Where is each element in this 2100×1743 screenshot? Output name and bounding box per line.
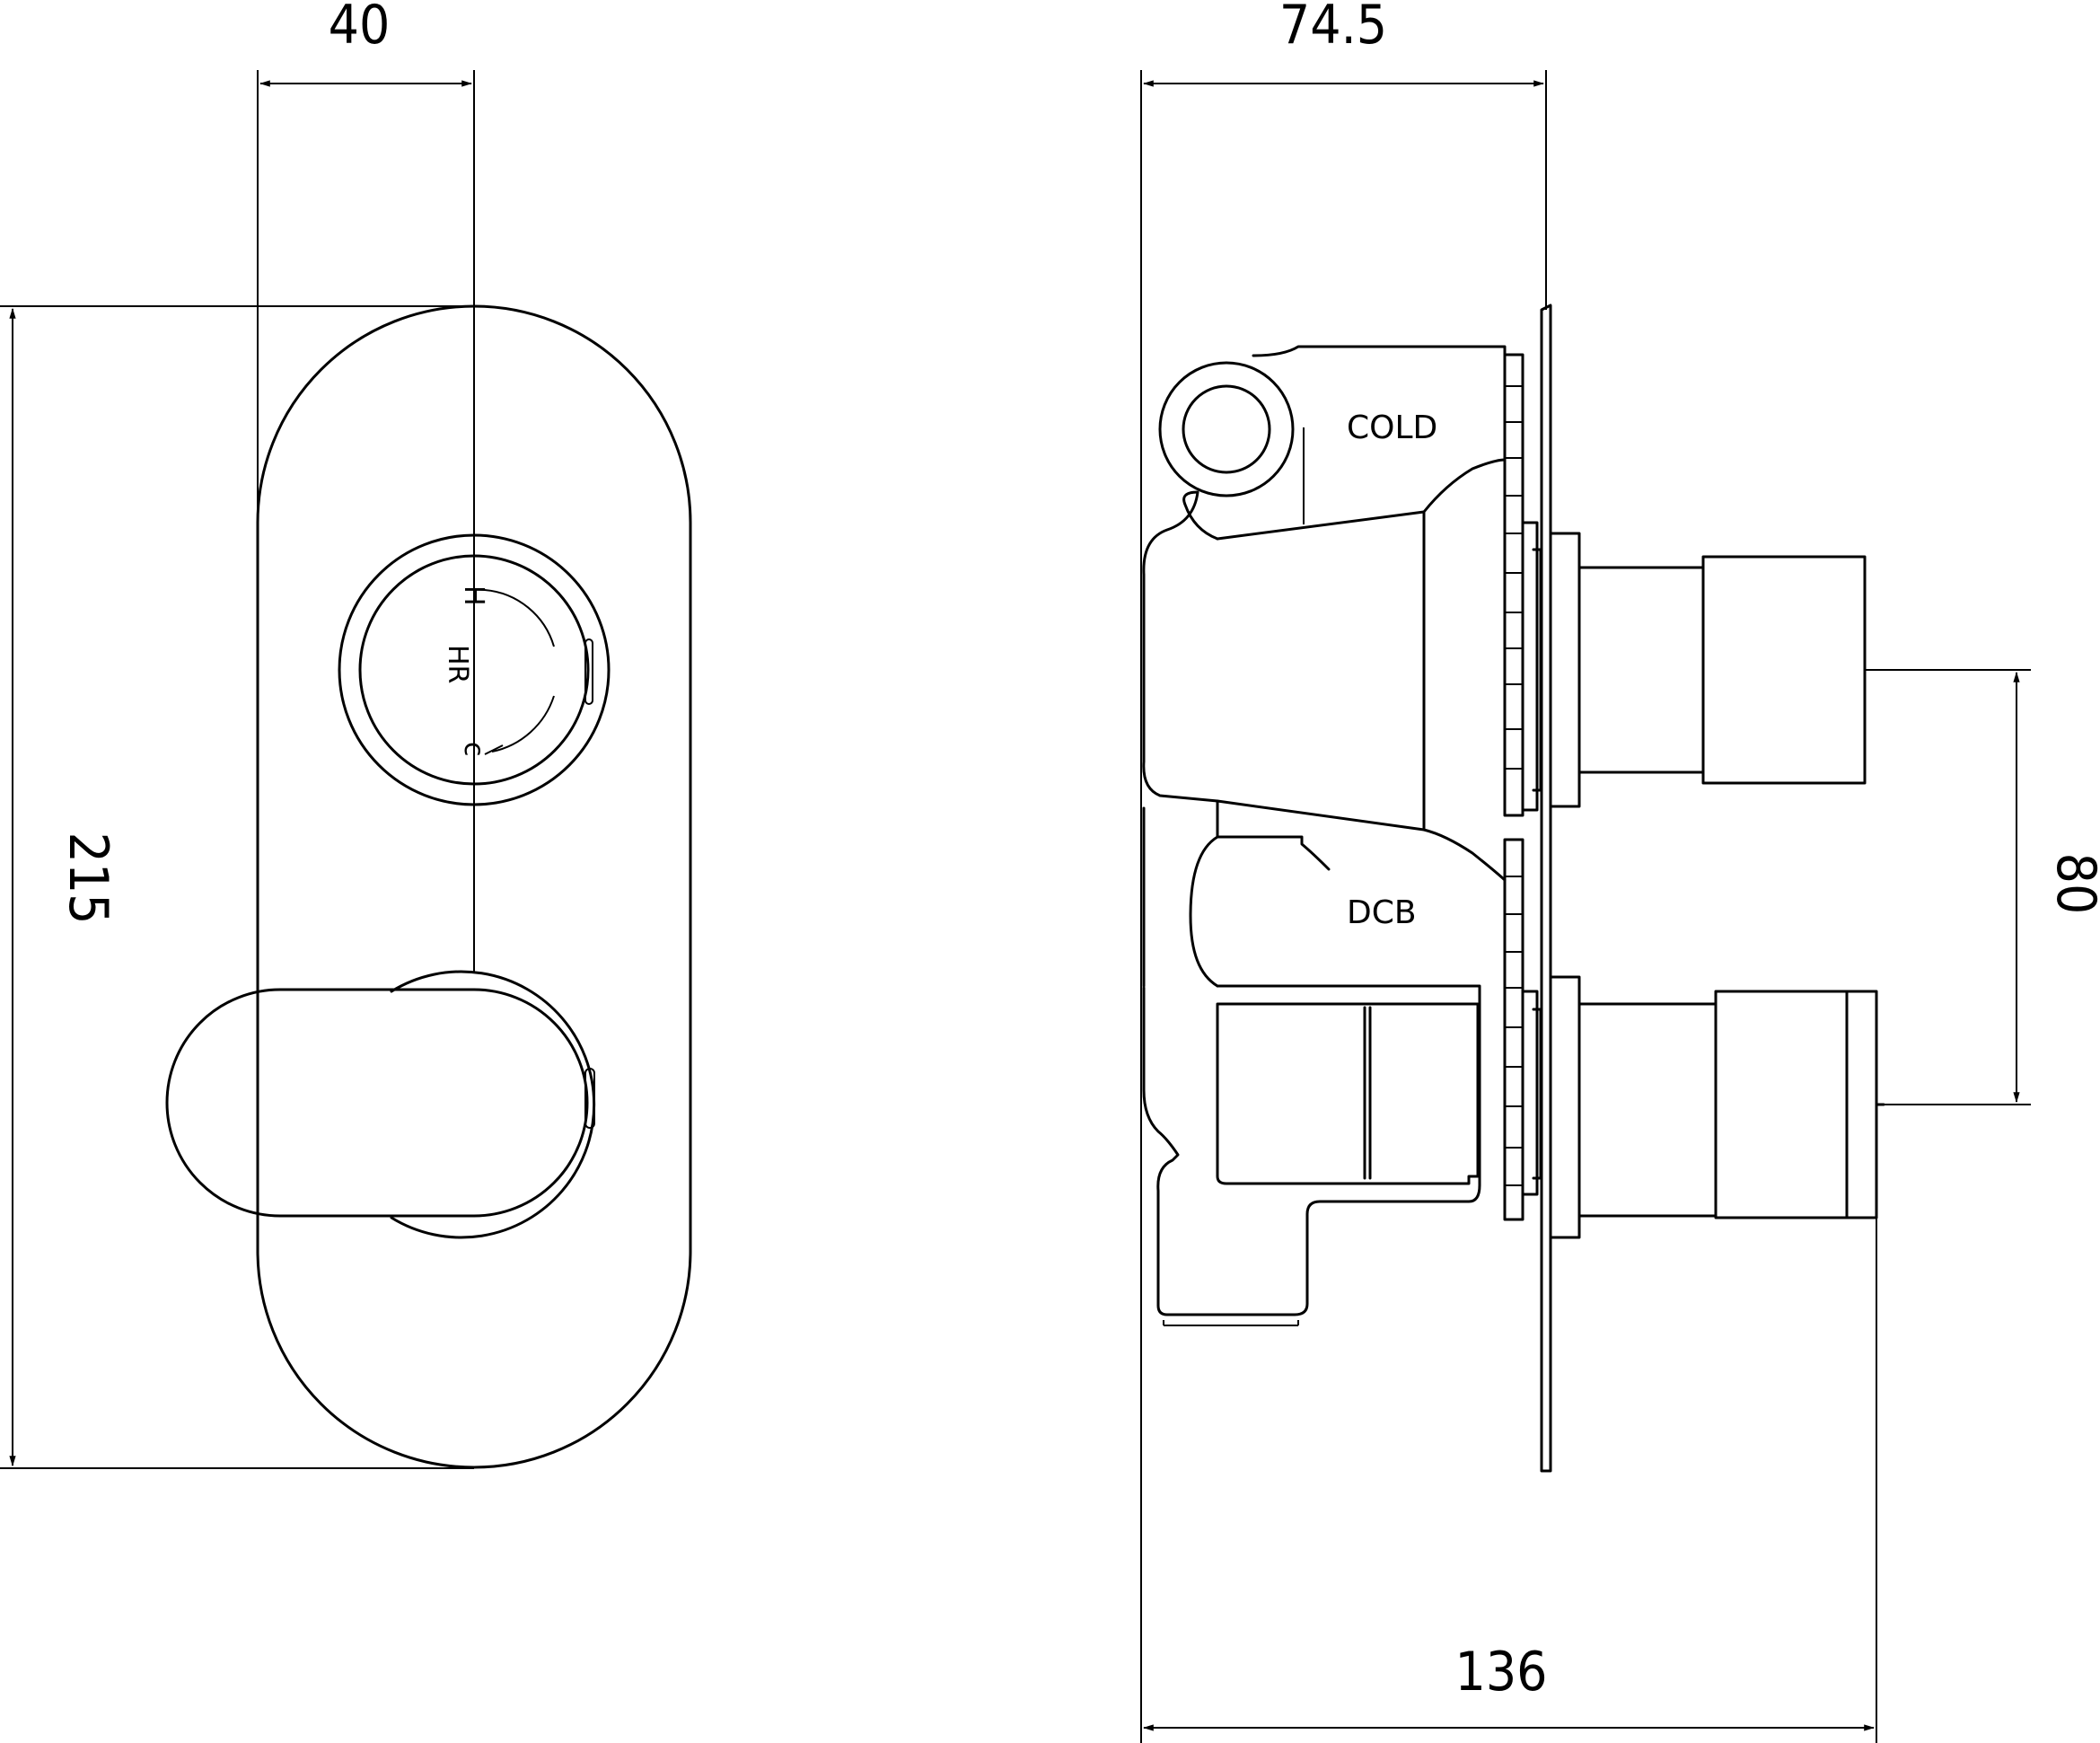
front-height-dimension: 215 xyxy=(0,305,474,1469)
side-backplate xyxy=(1540,304,1552,1473)
diverter-lever xyxy=(165,970,596,1239)
lower-lever-side xyxy=(1549,975,1885,1239)
spindle-centres-label: 80 xyxy=(2044,853,2100,915)
spindle-centres-dimension: 80 xyxy=(1866,669,2100,1105)
front-view: 40 215 H HR c xyxy=(0,0,692,1469)
upper-knob-side xyxy=(1549,532,1867,808)
front-width-label: 40 xyxy=(329,0,391,57)
cold-label: COLD xyxy=(1347,409,1437,446)
temperature-knob: H HR c xyxy=(338,533,611,806)
side-depth-dimension: 74.5 xyxy=(1140,0,1547,1743)
knob-marking-h: H xyxy=(458,585,489,606)
side-depth-label: 74.5 xyxy=(1279,0,1387,57)
knob-marking-hr: HR xyxy=(442,645,473,683)
front-backplate xyxy=(256,304,692,1469)
side-view: 74.5 136 80 COLD xyxy=(1140,0,2100,1743)
side-overall-dimension: 136 xyxy=(1142,1112,1877,1743)
valve-body: COLD DCB xyxy=(1142,345,1542,1326)
front-height-label: 215 xyxy=(57,832,119,924)
side-overall-label: 136 xyxy=(1454,1641,1547,1703)
knob-marking-c: c xyxy=(458,742,489,757)
front-width-dimension: 40 xyxy=(257,0,475,972)
dcb-label: DCB xyxy=(1347,894,1417,931)
